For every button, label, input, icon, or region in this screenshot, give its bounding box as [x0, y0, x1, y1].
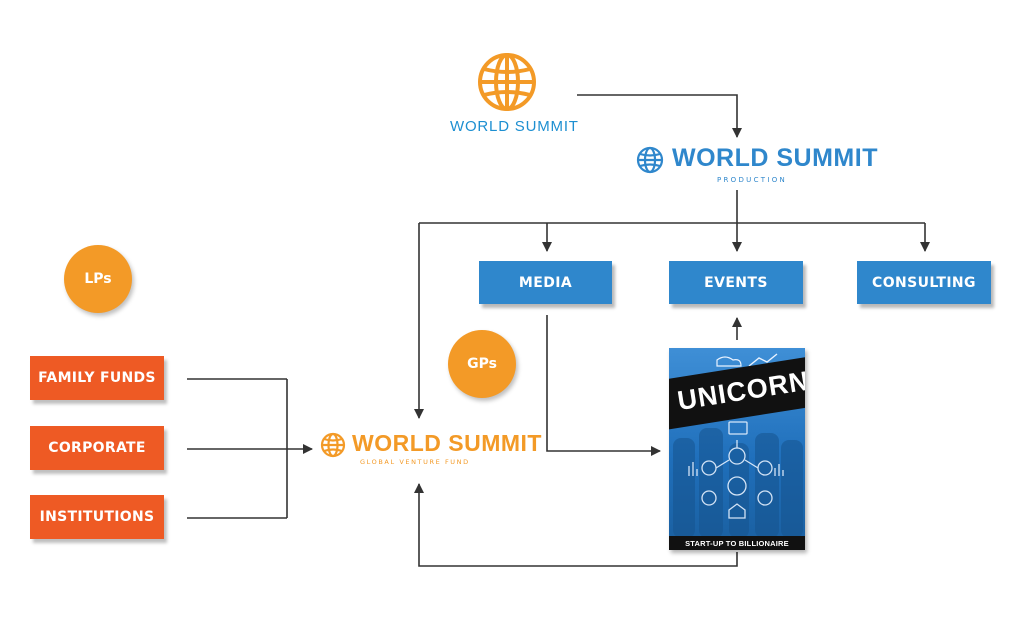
consulting-box: CONSULTING	[857, 261, 991, 304]
arrow-top-to-production	[577, 94, 742, 138]
events-box: EVENTS	[669, 261, 803, 304]
fund-globe-icon	[320, 432, 346, 458]
book-footer: START-UP TO BILLIONAIRE	[669, 536, 805, 550]
fund-logo-wordmark: WORLD SUMMIT	[352, 430, 542, 456]
production-logo-subtitle: PRODUCTION	[717, 176, 788, 184]
media-box: MEDIA	[479, 261, 612, 304]
arrow-book-to-fund	[414, 483, 738, 567]
arrow-media-to-book	[546, 315, 661, 456]
production-logo-wordmark: WORLD SUMMIT	[672, 144, 878, 172]
top-globe-icon	[478, 53, 536, 111]
gps-badge: GPs	[448, 330, 516, 398]
unicorn-book-cover: UNICORN START-UP TO BILLIONAIRE	[669, 348, 805, 550]
production-globe-icon	[636, 146, 664, 174]
family-funds-box: FAMILY FUNDS	[30, 356, 164, 400]
book-crowd-silhouettes	[673, 353, 803, 538]
fund-logo-subtitle: GLOBAL VENTURE FUND	[360, 458, 470, 466]
top-logo-wordmark: WORLD SUMMIT	[450, 118, 579, 135]
lps-badge: LPs	[64, 245, 132, 313]
institutions-box: INSTITUTIONS	[30, 495, 164, 539]
corporate-box: CORPORATE	[30, 426, 164, 470]
